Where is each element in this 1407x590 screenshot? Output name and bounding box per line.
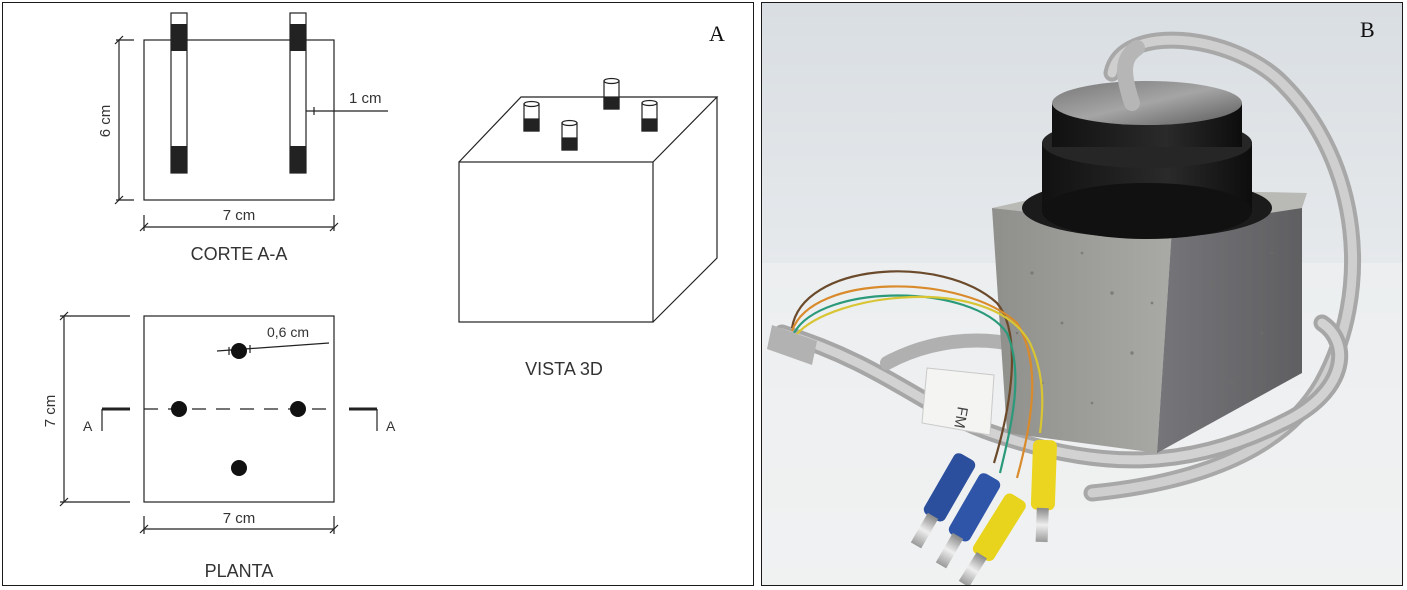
cut-label-right: A xyxy=(386,418,396,434)
cube-electrode-4 xyxy=(641,99,658,132)
cube-3d xyxy=(458,96,719,323)
section-title: CORTE A-A xyxy=(191,244,288,264)
spacing-leader xyxy=(306,107,388,115)
panel-a-letter: A xyxy=(709,21,725,46)
section-width-dimension xyxy=(139,215,339,232)
section-height-label: 6 cm xyxy=(97,105,114,138)
drawing-canvas: 6 cm 7 cm 1 cm CORTE A-A 7 cm 7 cm 0,6 c… xyxy=(42,12,719,581)
spacing-label: 1 cm xyxy=(349,90,382,107)
plan-width-dimension xyxy=(139,516,339,534)
plan-title: PLANTA xyxy=(205,561,274,581)
panel-a-technical-drawing: 6 cm 7 cm 1 cm CORTE A-A 7 cm 7 cm 0,6 c… xyxy=(2,2,754,586)
banana-plug-yellow-1 xyxy=(958,493,1026,585)
banana-plug-blue-2 xyxy=(935,473,1001,569)
plan-electrode-top xyxy=(231,343,247,359)
cube-electrode-3 xyxy=(603,77,620,110)
photo-illustration: FM xyxy=(762,3,1402,585)
panel-b-photo: FM B xyxy=(761,2,1403,586)
section-width-label: 7 cm xyxy=(223,207,256,224)
panel-b-letter: B xyxy=(1360,17,1375,42)
banana-plug-blue-1 xyxy=(910,453,976,549)
section-electrode-right xyxy=(289,12,307,174)
plan-electrode-bottom xyxy=(231,460,247,476)
plan-electrode-right xyxy=(290,401,306,417)
section-height-dimension xyxy=(114,35,134,205)
cut-label-left: A xyxy=(83,418,93,434)
cut-marker-left xyxy=(101,407,130,431)
section-electrode-left xyxy=(170,12,188,174)
metal-cap xyxy=(1052,81,1242,125)
plan-height-dimension xyxy=(59,311,130,507)
cut-marker-right xyxy=(349,407,378,431)
banana-plug-yellow-2 xyxy=(1030,439,1057,543)
view3d-title: VISTA 3D xyxy=(525,359,603,379)
lead-wires xyxy=(790,270,1044,479)
section-block-outline xyxy=(143,39,335,201)
tape-label-text: FM xyxy=(950,405,971,429)
plan-width-label: 7 cm xyxy=(223,510,256,527)
plan-height-label: 7 cm xyxy=(42,395,59,428)
plan-electrode-left xyxy=(171,401,187,417)
diameter-label: 0,6 cm xyxy=(267,324,309,340)
cube-electrode-1 xyxy=(523,100,540,132)
rubber-sleeve xyxy=(1022,81,1272,239)
tape-label xyxy=(921,367,995,436)
cube-electrode-2 xyxy=(561,119,578,151)
